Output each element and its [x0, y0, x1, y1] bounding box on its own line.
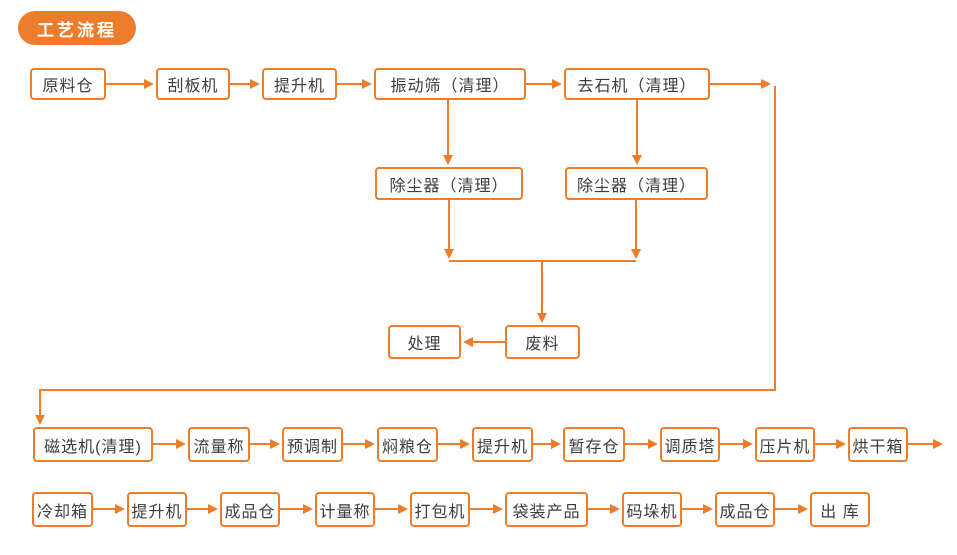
node-bucket-elevator-3: 提升机: [127, 492, 187, 527]
node-scraper-conveyor: 刮板机: [156, 68, 230, 100]
node-dust-collector-1: 除尘器（清理）: [375, 167, 523, 200]
node-flow-scale: 流量称: [188, 427, 250, 462]
node-bucket-elevator-1: 提升机: [262, 68, 337, 100]
node-tempering-bin: 焖粮仓: [377, 427, 438, 462]
node-magnetic-separator: 磁选机(清理): [33, 427, 153, 462]
node-disposal: 处理: [388, 325, 461, 359]
node-destoner: 去石机（清理）: [564, 68, 710, 100]
node-drying-box: 烘干箱: [848, 427, 908, 462]
node-cooling-box: 冷却箱: [32, 492, 93, 527]
node-vibrating-screen: 振动筛（清理）: [374, 68, 526, 100]
node-conditioning-tower: 调质塔: [660, 427, 720, 462]
node-dust-collector-2: 除尘器（清理）: [565, 167, 708, 200]
node-warehouse-out: 出 库: [810, 492, 870, 527]
node-waste: 废料: [505, 325, 580, 359]
node-finished-product-bin-1: 成品仓: [220, 492, 280, 527]
node-pre-conditioner: 预调制: [282, 427, 343, 462]
node-weighing-scale: 计量称: [315, 492, 375, 527]
node-packing-machine: 打包机: [410, 492, 470, 527]
node-temporary-bin: 暂存仓: [563, 427, 625, 462]
node-bucket-elevator-2: 提升机: [472, 427, 533, 462]
node-raw-material-bin: 原料仓: [30, 68, 106, 100]
node-flaking-mill: 压片机: [755, 427, 815, 462]
title-badge: 工艺流程: [18, 11, 136, 45]
node-palletizer: 码垛机: [622, 492, 682, 527]
node-bagged-product: 袋装产品: [505, 492, 588, 527]
node-finished-product-bin-2: 成品仓: [715, 492, 775, 527]
